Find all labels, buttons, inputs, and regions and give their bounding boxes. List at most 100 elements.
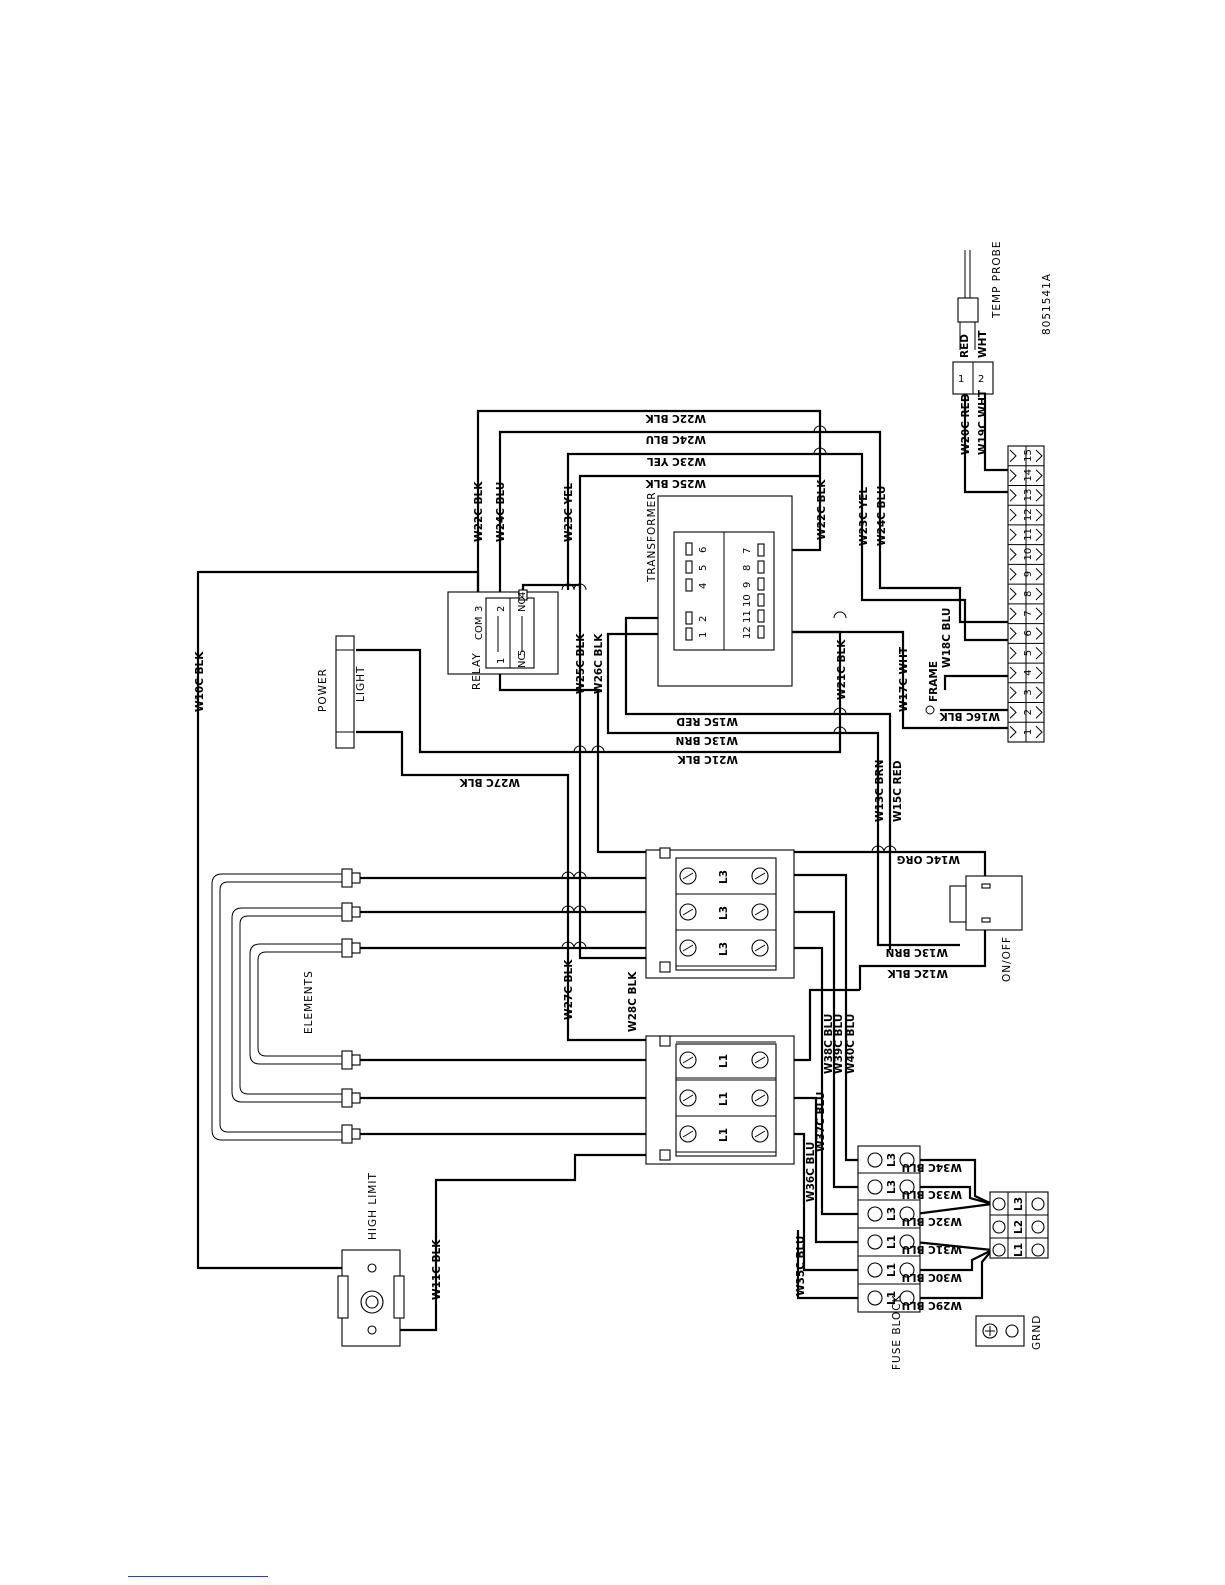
wire-label-w29c: W29C BLU bbox=[902, 1299, 962, 1311]
wire-label-w23c-a: W23C YEL bbox=[563, 483, 575, 542]
wire-label-w15c-b: W15C RED bbox=[892, 760, 904, 822]
relay-com-num: 3 bbox=[474, 606, 485, 612]
fuse-label: L1 bbox=[886, 1291, 898, 1305]
transformer-pin-number: 12 bbox=[742, 626, 753, 639]
contactor-pole-label: L3 bbox=[718, 942, 730, 956]
wire-label-w39c: W39C BLU bbox=[833, 1014, 845, 1074]
element-terminal-tip bbox=[351, 1128, 361, 1140]
terminal-marker bbox=[1009, 469, 1017, 482]
relay-t2: 2 bbox=[496, 606, 507, 612]
element-terminal bbox=[341, 868, 353, 888]
element-terminal bbox=[341, 1124, 353, 1144]
terminal-marker bbox=[1009, 607, 1017, 620]
terminal-marker bbox=[1009, 528, 1017, 542]
fuse-screw bbox=[899, 1262, 915, 1278]
heating-elements bbox=[211, 868, 361, 1144]
fuse-screw bbox=[899, 1206, 915, 1222]
terminal-marker bbox=[1009, 725, 1017, 739]
wire-label-w22c-a: W22C BLK bbox=[473, 481, 485, 542]
main-screw bbox=[992, 1243, 1006, 1257]
relay-nc-num: 5 bbox=[517, 650, 528, 656]
terminal-marker bbox=[1035, 686, 1043, 699]
wire-label-w22c-b: W22C BLK bbox=[645, 412, 706, 424]
terminal-marker bbox=[1009, 568, 1017, 581]
fuse-label: L3 bbox=[886, 1180, 898, 1194]
wire-label-w40c: W40C BLU bbox=[845, 1014, 857, 1074]
terminal-marker bbox=[1035, 528, 1043, 542]
element-terminal bbox=[341, 1088, 353, 1108]
wire-label-w28c: W28C BLK bbox=[627, 971, 639, 1032]
on-off-switch bbox=[949, 875, 1023, 931]
element-terminal-tip bbox=[351, 1054, 361, 1066]
element-terminal-tip bbox=[351, 1092, 361, 1104]
element-terminal-tip bbox=[351, 942, 361, 954]
on-off-label: ON/OFF bbox=[1001, 936, 1013, 982]
frame-label: FRAME bbox=[928, 661, 940, 702]
transformer-pin-number: 7 bbox=[742, 548, 753, 554]
terminal-number: 10 bbox=[1023, 548, 1034, 561]
wire-label-w23c-b: W23C YEL bbox=[647, 455, 706, 467]
relay-no-num: 4 bbox=[517, 592, 528, 598]
wire-label-w13c-b: W13C BRN bbox=[874, 760, 886, 822]
contactor-pole-label: L1 bbox=[718, 1092, 730, 1106]
wire-label-w24c-b: W24C BLU bbox=[646, 433, 706, 445]
terminal-marker bbox=[1035, 508, 1043, 522]
wire-label-w18c: W18C BLU bbox=[941, 608, 953, 668]
terminal-marker bbox=[1035, 587, 1043, 601]
wire-labels: W10C BLK W11C BLK W22C BLK W24C BLU W23C… bbox=[194, 389, 1000, 1311]
wire-label-w10c: W10C BLK bbox=[194, 651, 206, 712]
terminal-marker bbox=[1035, 646, 1043, 660]
transformer-pin bbox=[757, 609, 765, 623]
fuse-screw bbox=[899, 1290, 915, 1306]
transformer-pin-number: 9 bbox=[742, 582, 753, 588]
wire-paths bbox=[196, 378, 1010, 1332]
terminal-number: 5 bbox=[1023, 650, 1034, 656]
wire-label-w38c: W38C BLU bbox=[823, 1014, 835, 1074]
transformer-label: TRANSFORMER bbox=[646, 491, 658, 583]
transformer-pin-number: 6 bbox=[698, 547, 709, 553]
wire-label-w31c: W31C BLU bbox=[902, 1243, 962, 1255]
terminal-number: 4 bbox=[1023, 670, 1034, 676]
terminal-marker bbox=[1035, 449, 1043, 463]
fuse-screw bbox=[899, 1179, 915, 1195]
main-screw bbox=[992, 1197, 1006, 1211]
wire-label-w27c-b: W27C BLK bbox=[563, 959, 575, 1020]
relay-label: RELAY bbox=[471, 652, 483, 690]
terminal-marker bbox=[1035, 568, 1043, 581]
terminal-marker bbox=[1035, 548, 1043, 561]
terminal-marker bbox=[1035, 666, 1043, 680]
element-terminal bbox=[341, 1050, 353, 1070]
temp-probe: 1 2 bbox=[952, 250, 994, 395]
transformer-pin bbox=[685, 627, 693, 641]
transformer-pin-number: 11 bbox=[742, 610, 753, 623]
element-terminal-tip bbox=[351, 906, 361, 918]
terminal-marker bbox=[1009, 646, 1017, 660]
wire-label-w26c: W26C BLK bbox=[593, 633, 605, 694]
wire-label-w30c: W30C BLU bbox=[902, 1271, 962, 1283]
wire-label-w34c: W34C BLU bbox=[902, 1161, 962, 1173]
transformer-pin bbox=[685, 611, 693, 625]
main-terminal-label: L1 bbox=[1013, 1243, 1025, 1257]
high-limit bbox=[337, 1249, 405, 1347]
wire-label-w19c: W19C WHT bbox=[977, 389, 989, 455]
terminal-number: 2 bbox=[1023, 709, 1034, 715]
terminal-number: 15 bbox=[1023, 449, 1034, 462]
transformer-pin-number: 2 bbox=[698, 616, 709, 622]
element-terminal bbox=[341, 902, 353, 922]
fuse-screw bbox=[899, 1234, 915, 1250]
transformer-pin-number: 4 bbox=[698, 583, 709, 589]
wire-label-w16c: W16C BLK bbox=[939, 710, 1000, 722]
terminal-number: 3 bbox=[1023, 689, 1034, 695]
terminal-marker bbox=[1035, 627, 1043, 640]
elements-label: ELEMENTS bbox=[303, 970, 315, 1034]
fuse-screw bbox=[867, 1290, 883, 1306]
element-terminal-tip bbox=[351, 872, 361, 884]
power-label: POWER bbox=[317, 668, 329, 712]
transformer-pin bbox=[757, 560, 765, 574]
wire-label-w25c-b: W25C BLK bbox=[645, 477, 706, 489]
